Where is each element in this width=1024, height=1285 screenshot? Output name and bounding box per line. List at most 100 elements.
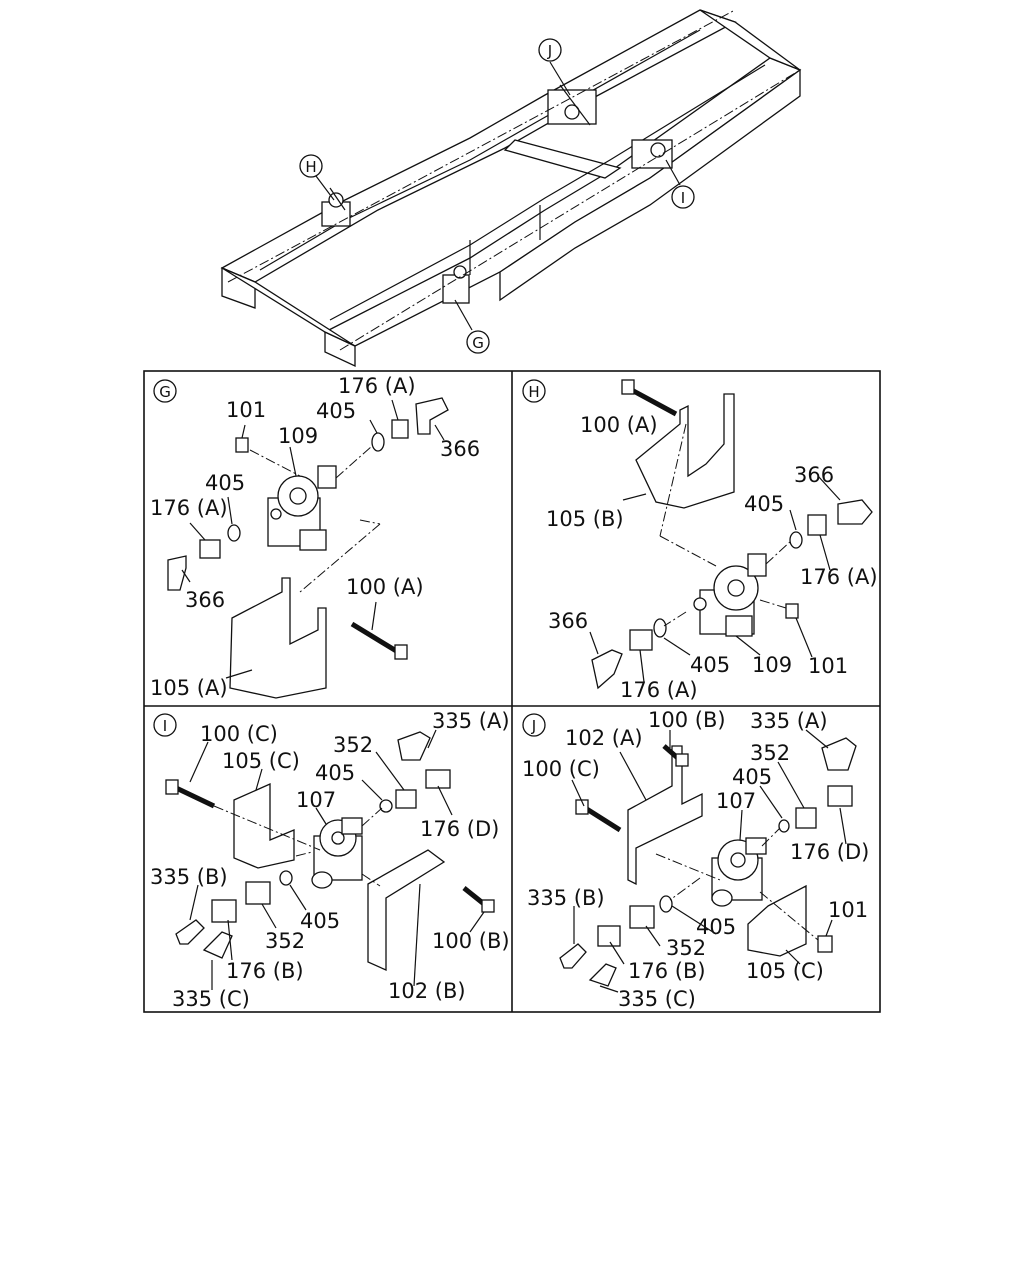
label-335b: 335 (B)	[527, 886, 605, 910]
callout-i: I	[671, 185, 695, 209]
callout-j: J	[538, 38, 562, 62]
label-100b: 100 (B)	[432, 929, 510, 953]
label-335a: 335 (A)	[432, 709, 510, 733]
rear-cross-member	[699, 9, 801, 71]
svg-text:I: I	[163, 717, 167, 735]
bolt-100a	[626, 385, 678, 417]
label-352-bottom: 352	[666, 936, 706, 960]
chassis-frame-overview: J H I G	[220, 9, 802, 368]
label-405-bottom: 405	[300, 909, 340, 933]
washer-405-left	[227, 524, 241, 542]
panel-h: H	[522, 379, 878, 702]
fitting-176a-top	[391, 419, 409, 439]
washer-405-bottom	[279, 870, 293, 886]
bolt-100a	[350, 621, 400, 655]
panel-g-tag: G	[153, 379, 177, 403]
label-101: 101	[808, 654, 848, 678]
elbow-335c	[588, 963, 617, 987]
label-352-bottom: 352	[265, 929, 305, 953]
label-405-top: 405	[316, 399, 356, 423]
fitting-176d	[425, 769, 451, 789]
callout-h: H	[299, 154, 323, 178]
label-101: 101	[226, 398, 266, 422]
bracket-105b	[635, 393, 735, 509]
relay-valve-109	[267, 465, 337, 551]
fitting-352-top	[795, 807, 817, 829]
washer-405-top	[778, 819, 790, 833]
label-107: 107	[296, 788, 336, 812]
label-366-left: 366	[185, 588, 225, 612]
label-405-top: 405	[315, 761, 355, 785]
label-100b: 100 (B)	[648, 708, 726, 732]
svg-text:G: G	[159, 383, 171, 401]
panel-i: I	[150, 709, 510, 1011]
bracket-105c	[233, 782, 295, 869]
callout-i-text: I	[681, 189, 685, 207]
label-176a-right: 176 (A)	[800, 565, 878, 589]
label-176d: 176 (D)	[790, 840, 869, 864]
callout-g-text: G	[472, 334, 484, 352]
label-335c: 335 (C)	[618, 987, 696, 1011]
washer-405-right	[789, 531, 803, 549]
label-102b: 102 (B)	[388, 979, 466, 1003]
panel-j-tag: J	[522, 713, 546, 737]
svg-text:H: H	[528, 383, 539, 401]
fitting-335b	[175, 919, 205, 945]
label-105c: 105 (C)	[222, 749, 300, 773]
bracket-102a	[627, 745, 703, 886]
svg-text:J: J	[531, 717, 536, 735]
label-405-bottom: 405	[690, 653, 730, 677]
label-352-top: 352	[750, 741, 790, 765]
relay-valve-109	[693, 553, 767, 637]
label-109: 109	[752, 653, 792, 677]
elbow-366-top	[415, 397, 449, 435]
label-405-left: 405	[205, 471, 245, 495]
fitting-176a-right	[807, 514, 827, 536]
bolt-100b	[462, 886, 486, 906]
bracket-102b	[367, 849, 446, 972]
panel-g: G	[150, 374, 480, 700]
panel-j: J	[522, 708, 869, 1011]
valve-location-i	[631, 139, 673, 169]
fitting-176a-bottom	[629, 629, 653, 651]
panel-i-tag: I	[153, 713, 177, 737]
label-176d: 176 (D)	[420, 817, 499, 841]
right-rail-side-rear	[499, 68, 801, 302]
fitting-176b	[597, 925, 621, 947]
label-176a-left: 176 (A)	[150, 496, 228, 520]
label-176b: 176 (B)	[226, 959, 304, 983]
label-405-right: 405	[744, 492, 784, 516]
callout-h-text: H	[305, 158, 316, 176]
fitting-176b	[211, 899, 237, 923]
label-405-bottom: 405	[696, 915, 736, 939]
label-176b: 176 (B)	[628, 959, 706, 983]
nut-101	[817, 935, 833, 953]
bracket-105c	[747, 884, 807, 957]
nut-101	[235, 437, 249, 453]
label-176a-top: 176 (A)	[338, 374, 416, 398]
elbow-366-left	[167, 555, 187, 591]
fitting-352-top	[395, 789, 417, 809]
label-100c: 100 (C)	[200, 722, 278, 746]
callout-g: G	[466, 330, 490, 354]
label-366-top: 366	[440, 437, 480, 461]
label-366-bottom: 366	[548, 609, 588, 633]
fitting-352-bottom	[629, 905, 655, 929]
label-100c: 100 (C)	[522, 757, 600, 781]
front-cross-member	[221, 267, 356, 347]
label-101: 101	[828, 898, 868, 922]
label-335a: 335 (A)	[750, 709, 828, 733]
label-335c: 335 (C)	[172, 987, 250, 1011]
washer-405-top	[371, 432, 385, 452]
label-105b: 105 (B)	[546, 507, 624, 531]
valve-location-h	[321, 187, 351, 227]
label-176a-bottom: 176 (A)	[620, 678, 698, 702]
detail-panel-grid	[143, 370, 881, 1013]
callout-j-text: J	[547, 42, 552, 60]
washer-405-top	[379, 799, 393, 813]
fitting-335b	[559, 943, 587, 969]
label-100a: 100 (A)	[346, 575, 424, 599]
label-109: 109	[278, 424, 318, 448]
label-366-right: 366	[794, 463, 834, 487]
